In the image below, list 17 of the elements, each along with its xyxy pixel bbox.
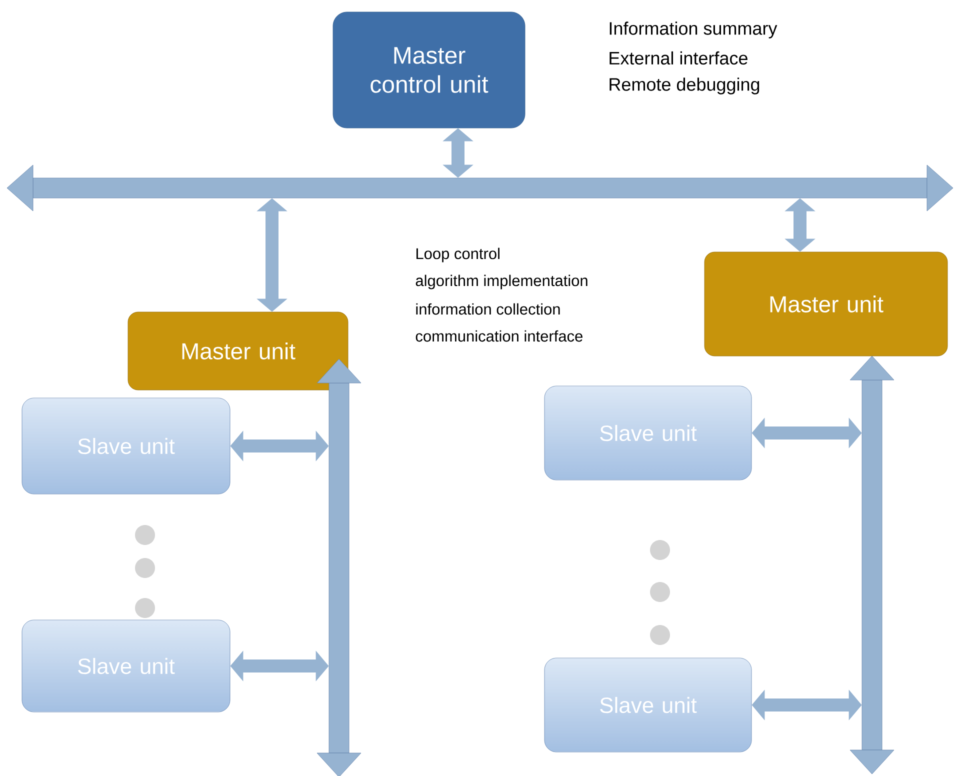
bus-arrow [316, 358, 362, 776]
note-text: information collection [416, 303, 560, 315]
slave-unit-box: Slave unit [22, 620, 230, 712]
bus-arrow [6, 164, 954, 212]
slave-unit-box: Slave unit [22, 398, 230, 494]
bus-arrow [850, 356, 894, 774]
note-text: Information summary [610, 22, 778, 38]
note-text: Loop control [416, 248, 500, 262]
note-text: External interface [610, 51, 748, 65]
master-unit-box: Master unit [704, 252, 948, 356]
control-unit-box: Master control unit [332, 12, 526, 128]
note-text: algorithm implementation [416, 274, 588, 290]
note-text: communication interface [416, 330, 582, 342]
slave-unit-box: Slave unit [544, 658, 752, 752]
slave-unit-box: Slave unit [544, 386, 752, 480]
note-text: Remote debugging [610, 78, 760, 94]
master-unit-box: Master unit [128, 312, 348, 390]
